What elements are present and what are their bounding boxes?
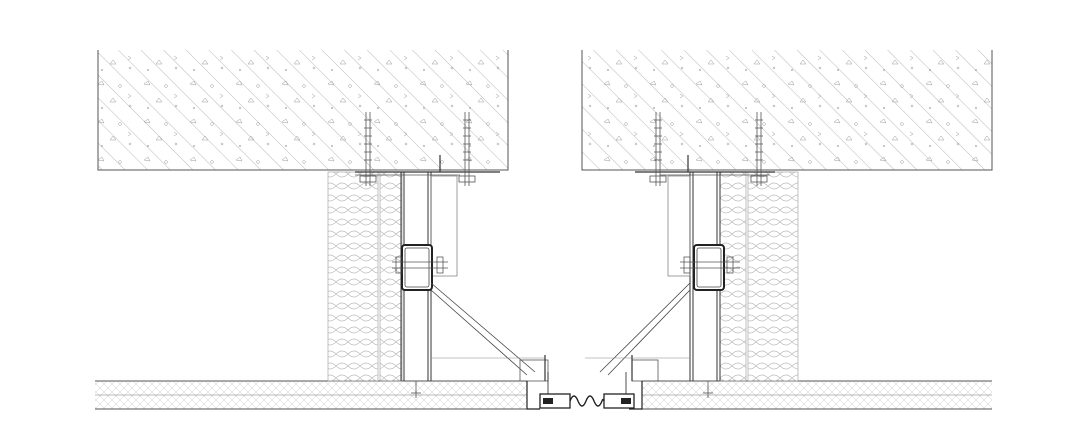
expansion-joint-seal <box>526 372 643 410</box>
diagonal-brace-left <box>430 282 549 382</box>
diagonal-brace-right <box>585 282 691 382</box>
anchor-bolts-right <box>649 112 768 398</box>
insulation-right <box>719 171 799 382</box>
rectangular-tube-left <box>392 244 448 291</box>
concrete-slab-left <box>97 50 509 171</box>
anchor-bolts-left <box>359 112 476 398</box>
insulation-left <box>327 171 403 382</box>
concrete-slab-right <box>581 50 993 171</box>
rectangular-tube-right <box>680 244 740 291</box>
base-panel <box>95 380 992 410</box>
